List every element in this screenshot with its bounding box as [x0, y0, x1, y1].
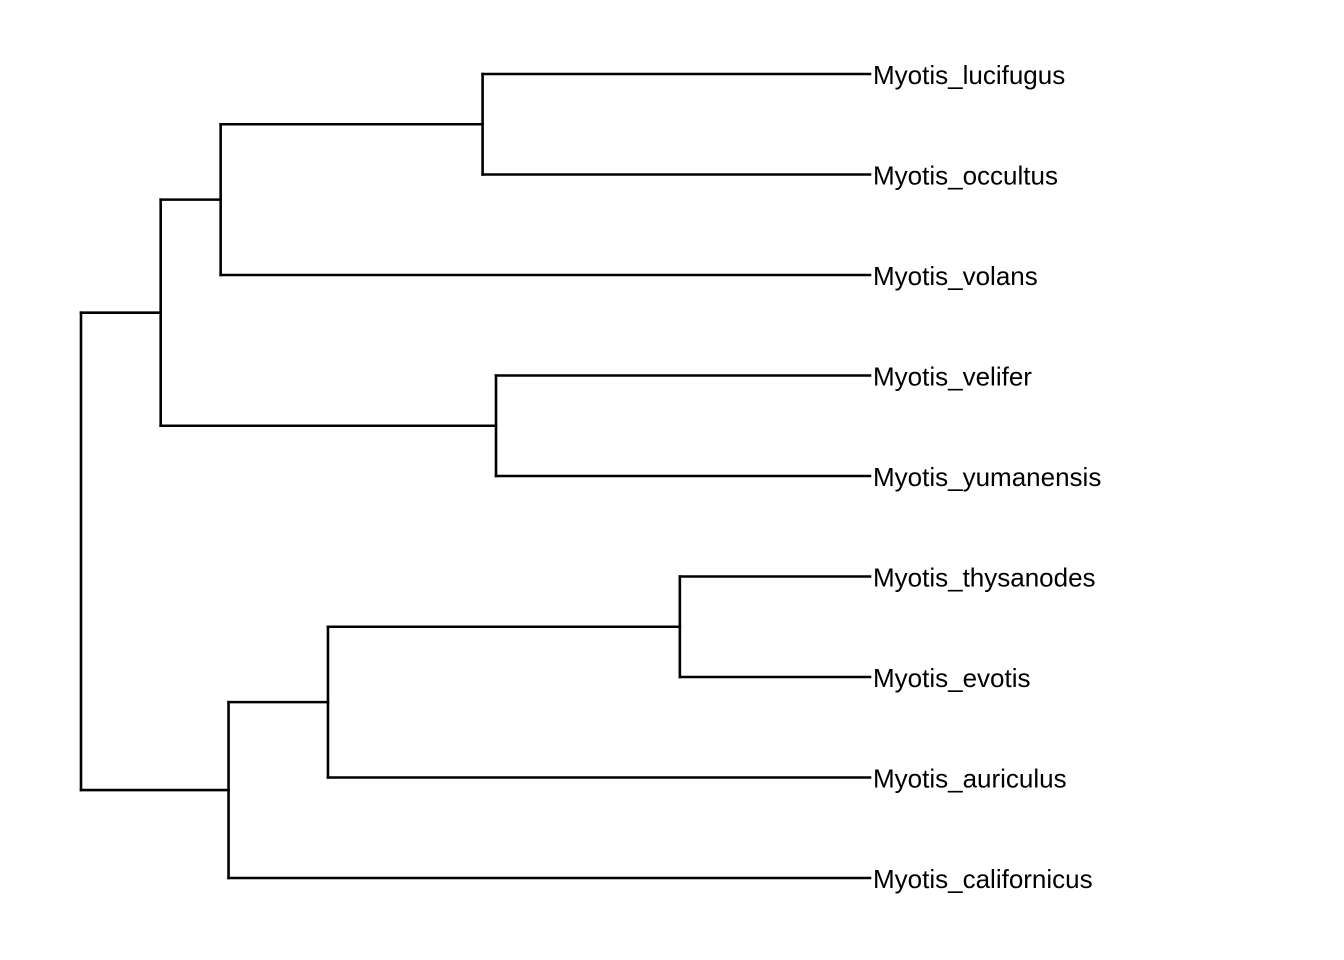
tip-label: Myotis_volans [873, 261, 1038, 291]
tip-label: Myotis_auriculus [873, 764, 1067, 794]
tip-label: Myotis_lucifugus [873, 60, 1065, 90]
tip-label: Myotis_evotis [873, 663, 1031, 693]
tip-label: Myotis_thysanodes [873, 563, 1096, 593]
tip-label: Myotis_velifer [873, 362, 1032, 392]
tip-label: Myotis_occultus [873, 161, 1058, 191]
tip-label: Myotis_yumanensis [873, 462, 1101, 492]
tip-label: Myotis_californicus [873, 864, 1093, 894]
